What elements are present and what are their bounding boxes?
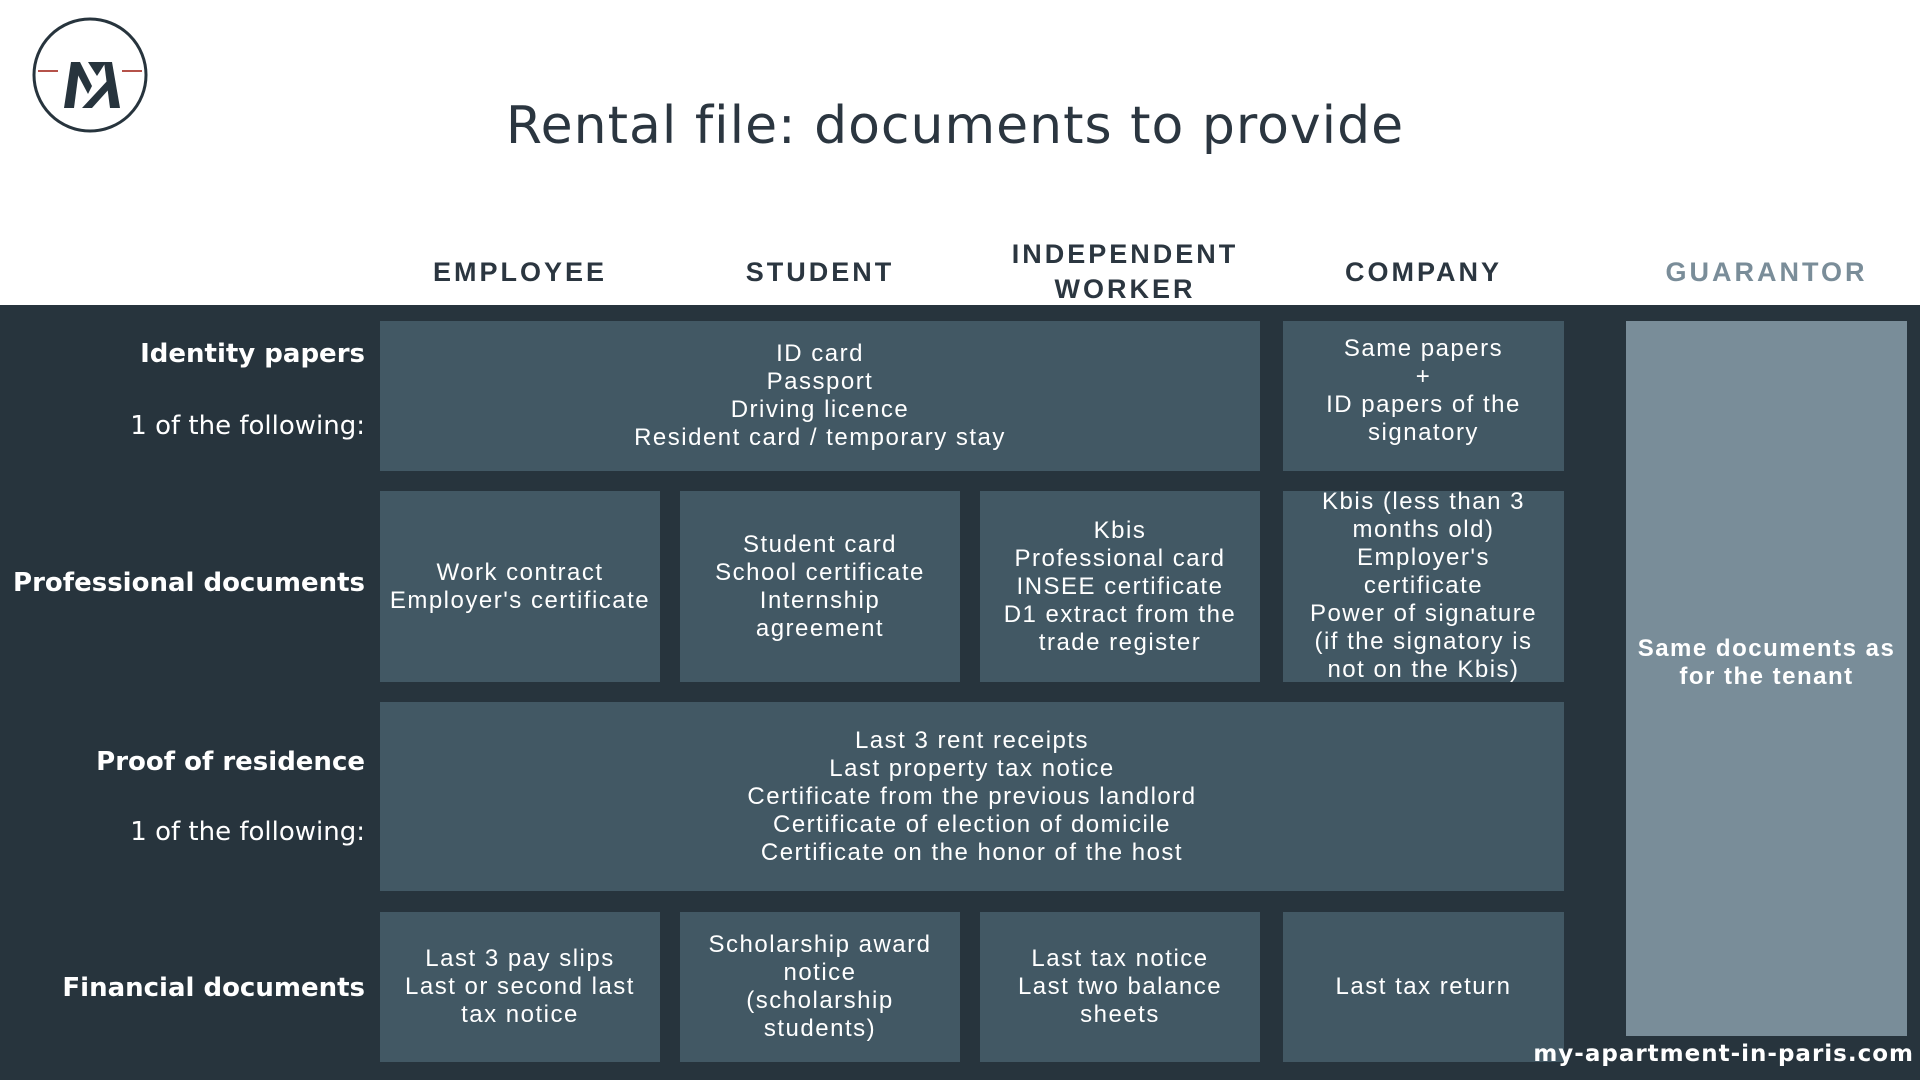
column-header-student: STUDENT [745, 257, 895, 287]
cell-financial-employee: Last 3 pay slips Last or second last tax… [380, 912, 660, 1062]
row-label-professional-documents: Professional documents [13, 568, 365, 598]
cell-line: students) [763, 1015, 877, 1042]
cell-line: Certificate from the previous landlord [747, 782, 1197, 810]
row-sublabel-identity: 1 of the following: [130, 411, 365, 441]
cell-line: Work contract [436, 558, 604, 586]
cell-line: School certificate [715, 558, 925, 586]
cell-identity-company: Same papers + ID papers of the signatory [1283, 321, 1564, 471]
cell-line: (scholarship [746, 987, 894, 1014]
column-header-company: COMPANY [1344, 257, 1502, 287]
cell-line: Kbis [1093, 516, 1147, 544]
website-url: my-apartment-in-paris.com [1533, 1041, 1914, 1067]
row-label-proof-of-residence: Proof of residence [96, 747, 365, 777]
cell-line: tax notice [461, 1001, 579, 1028]
cell-professional-company: Kbis (less than 3 months old) Employer's… [1283, 488, 1564, 683]
guarantor-text-line2: for the tenant [1679, 662, 1854, 690]
cell-line: signatory [1368, 419, 1479, 446]
cell-line: Kbis (less than 3 [1322, 488, 1525, 515]
cell-line: Professional card [1014, 544, 1226, 572]
cell-line: Internship [759, 586, 881, 614]
column-header-independent-line1: INDEPENDENT [1011, 239, 1239, 269]
cell-line: Resident card / temporary stay [634, 424, 1006, 451]
cell-line: Student card [742, 530, 898, 558]
cell-professional-student: Student card School certificate Internsh… [680, 491, 960, 682]
cell-identity-shared: ID card Passport Driving licence Residen… [380, 321, 1260, 471]
site-logo [30, 16, 150, 134]
cell-line: certificate [1363, 572, 1484, 599]
cell-line: trade register [1038, 628, 1202, 656]
cell-line: Certificate on the honor of the host [760, 838, 1184, 866]
cell-line: Last 3 rent receipts [854, 726, 1090, 754]
cell-line: Last two balance [1017, 973, 1223, 1000]
column-header-independent-worker: INDEPENDENT WORKER [960, 237, 1290, 307]
cell-financial-company: Last tax return [1283, 912, 1564, 1062]
cell-line: + [1415, 363, 1432, 390]
cell-line: D1 extract from the [1003, 600, 1237, 628]
cell-line: Certificate of election of domicile [773, 810, 1171, 838]
cell-financial-independent: Last tax notice Last two balance sheets [980, 912, 1260, 1062]
cell-line: Last tax notice [1031, 945, 1209, 972]
cell-professional-independent: Kbis Professional card INSEE certificate… [980, 491, 1260, 682]
column-header-independent-line2: WORKER [1054, 274, 1196, 304]
ma-monogram-logo-icon [32, 17, 148, 133]
column-header-guarantor: GUARANTOR [1665, 257, 1868, 287]
cell-line: Last 3 pay slips [425, 945, 615, 972]
cell-line: ID papers of the [1326, 391, 1521, 418]
cell-line: Last tax return [1335, 973, 1512, 1000]
cell-residence-shared: Last 3 rent receipts Last property tax n… [380, 702, 1564, 891]
cell-line: Employer's [1357, 544, 1490, 571]
row-sublabel-residence: 1 of the following: [130, 817, 365, 847]
cell-line: sheets [1080, 1001, 1160, 1028]
cell-line: ID card [776, 340, 864, 367]
cell-line: Passport [766, 368, 874, 395]
cell-line: months old) [1352, 516, 1495, 543]
cell-line: Last or second last [405, 973, 635, 1000]
cell-line: INSEE certificate [1016, 572, 1224, 600]
cell-line: notice [783, 959, 857, 986]
column-header-employee: EMPLOYEE [432, 257, 608, 287]
cell-line: Power of signature [1309, 600, 1538, 627]
cell-line: Last property tax notice [829, 754, 1115, 782]
page-title: Rental file: documents to provide [505, 96, 1405, 156]
cell-line: Driving licence [730, 396, 910, 423]
cell-line: Scholarship award [708, 931, 932, 958]
cell-line: (if the signatory is [1314, 628, 1533, 655]
cell-line: Employer's certificate [389, 586, 651, 614]
guarantor-text-line1: Same documents as [1637, 634, 1896, 662]
cell-line: not on the Kbis) [1327, 656, 1520, 683]
row-label-financial-documents: Financial documents [62, 973, 365, 1003]
row-label-identity-papers: Identity papers [140, 339, 365, 369]
cell-financial-student: Scholarship award notice (scholarship st… [680, 912, 960, 1062]
cell-guarantor: Same documents as for the tenant [1626, 321, 1907, 1036]
cell-line: agreement [755, 614, 885, 642]
cell-professional-employee: Work contract Employer's certificate [380, 491, 660, 682]
cell-line: Same papers [1343, 335, 1504, 362]
